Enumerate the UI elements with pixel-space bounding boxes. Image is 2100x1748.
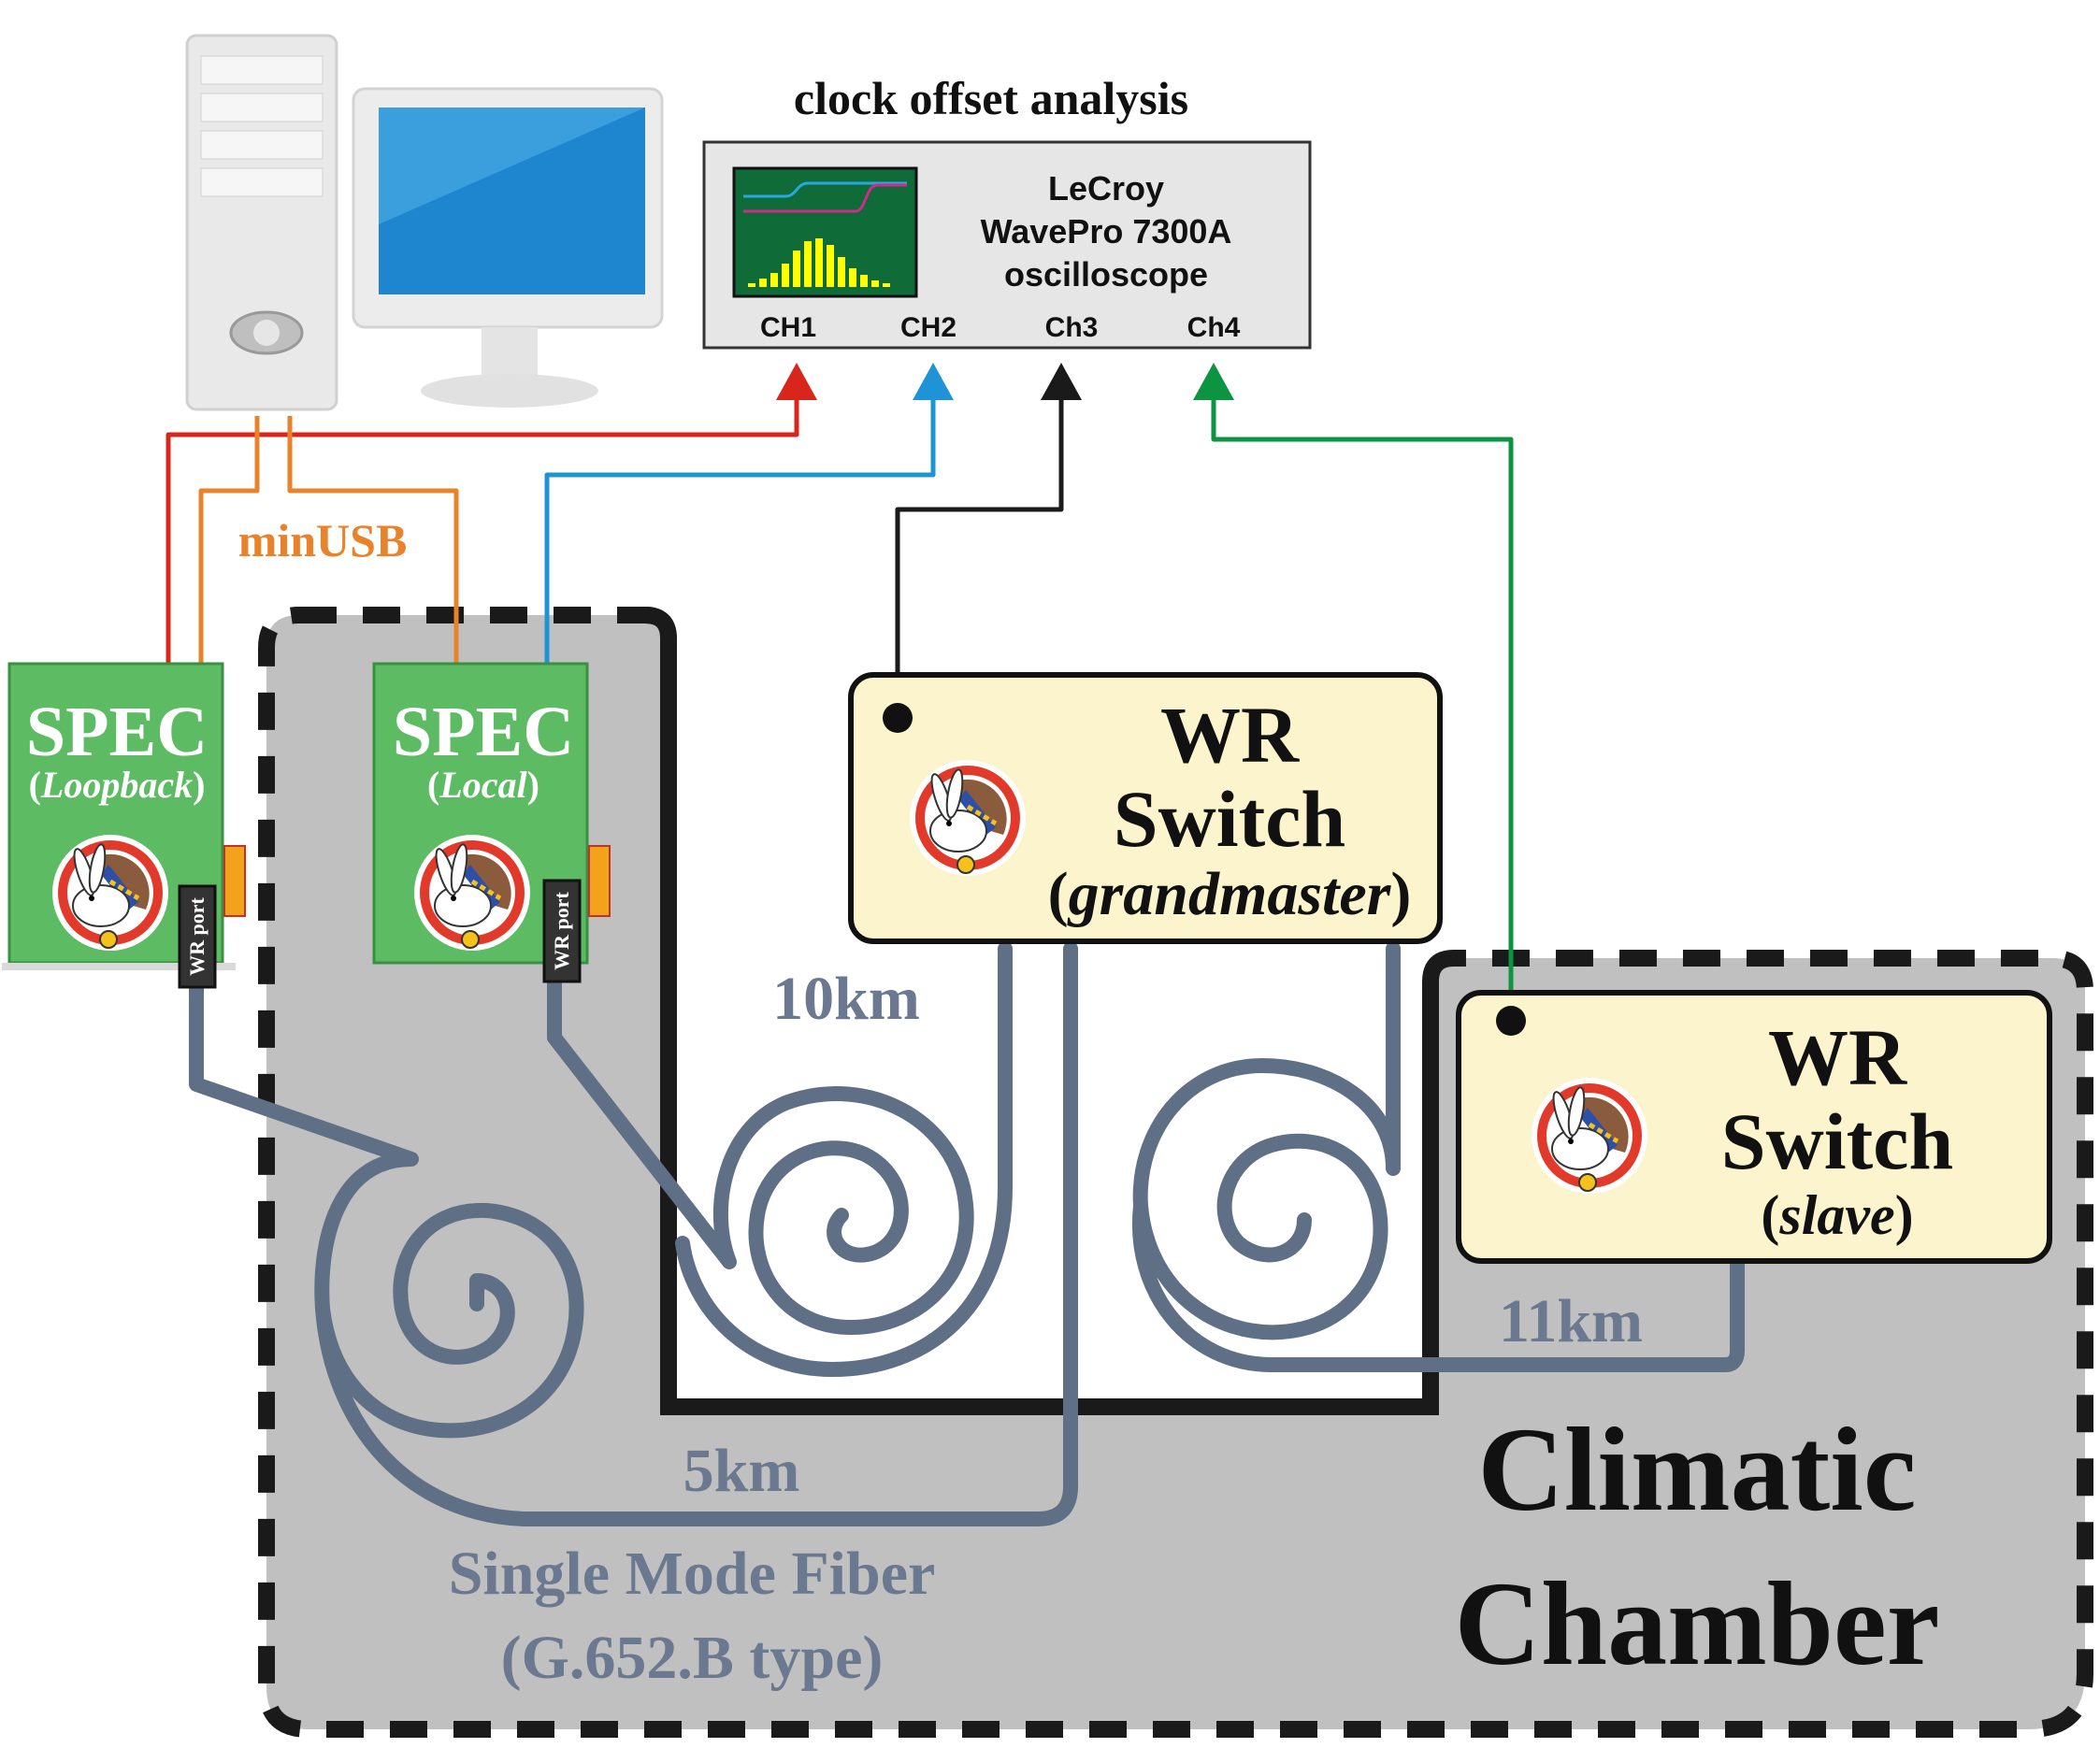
grandmaster-line1: WR xyxy=(1160,690,1300,780)
fiber-10km xyxy=(547,941,1013,1377)
spec-local-board xyxy=(372,662,611,983)
fiber-label-5km: 5km xyxy=(683,1437,800,1505)
wr-switch-slave-box xyxy=(1456,990,2052,1264)
fiber-label-11km: 11km xyxy=(1499,1287,1643,1355)
usb-label: minUSB xyxy=(238,514,408,566)
fiber-11km xyxy=(1131,941,1745,1372)
ch2-arrow xyxy=(913,363,954,400)
fiber-5km xyxy=(189,941,1078,1526)
ch1-cable xyxy=(165,391,799,664)
white-rabbit-logo-icon xyxy=(910,760,1026,876)
scope-channel-4: Ch4 xyxy=(1187,312,1241,343)
scope-type: oscilloscope xyxy=(1004,255,1208,294)
grandmaster-probe-point xyxy=(883,703,913,733)
spec-loopback-subtitle: (Loopback) xyxy=(29,764,206,806)
fiber-label-10km: 10km xyxy=(772,965,920,1033)
ch2-cable xyxy=(544,391,936,664)
usb-cable-local xyxy=(287,416,459,664)
wr-switch-grandmaster-box xyxy=(848,672,1443,944)
slave-probe-point xyxy=(1496,1006,1526,1036)
ch4-arrow xyxy=(1193,363,1234,400)
usb-cable-loopback xyxy=(198,416,260,664)
climatic-chamber-region xyxy=(258,607,2093,1738)
grandmaster-role: (grandmaster) xyxy=(1048,860,1412,928)
spec-loopback-board xyxy=(2,662,246,989)
desktop-computer-icon xyxy=(185,34,664,411)
spec-local-subtitle: (Local) xyxy=(427,764,539,806)
slave-line1: WR xyxy=(1768,1012,1907,1102)
chamber-label-line1: Climatic xyxy=(1477,1403,1916,1536)
diagram-title: clock offset analysis xyxy=(794,72,1188,124)
fiber-type-line2: (G.652.B type) xyxy=(501,1624,884,1692)
slave-role: (slave) xyxy=(1761,1184,1913,1246)
fiber-type-line1: Single Mode Fiber xyxy=(449,1540,936,1608)
scope-channel-2: CH2 xyxy=(900,312,957,343)
spec-local-wr-port: WR port xyxy=(550,891,573,969)
ch3-cable xyxy=(895,391,1064,720)
chamber-label-line2: Chamber xyxy=(1454,1557,1939,1690)
ch3-arrow xyxy=(1041,363,1082,400)
spec-loopback-title: SPEC xyxy=(26,693,208,771)
oscilloscope-screen xyxy=(732,166,918,298)
scope-channel-1: CH1 xyxy=(760,312,816,343)
slave-line2: Switch xyxy=(1721,1096,1953,1186)
ch1-arrow xyxy=(776,363,817,400)
scope-channel-3: Ch3 xyxy=(1045,312,1099,343)
chamber-notch-boundary xyxy=(644,607,1455,1415)
scope-model: WavePro 7300A xyxy=(981,212,1232,251)
ch4-cable xyxy=(1211,391,1514,1019)
white-rabbit-logo-icon-slave xyxy=(1532,1078,1647,1194)
spec-local-title: SPEC xyxy=(393,693,574,771)
spec-loopback-wr-port: WR port xyxy=(185,896,209,975)
scope-brand: LeCroy xyxy=(1048,169,1164,208)
grandmaster-line2: Switch xyxy=(1114,774,1345,864)
